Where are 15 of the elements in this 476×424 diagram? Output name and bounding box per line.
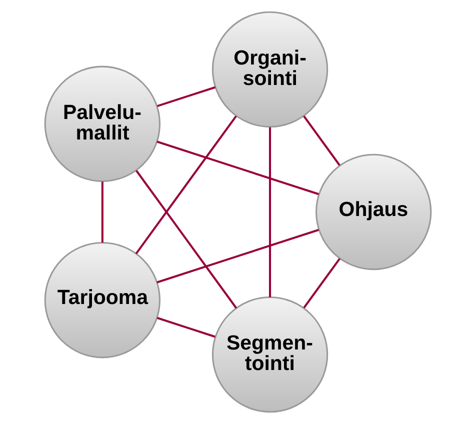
- connector: [303, 116, 340, 166]
- connector: [136, 170, 238, 309]
- connector: [156, 86, 216, 108]
- connector: [303, 258, 340, 308]
- connector: [156, 140, 319, 196]
- node-circle: Segmen- tointi: [212, 296, 328, 413]
- connector: [101, 182, 104, 243]
- connector: [268, 127, 272, 298]
- node-circle: Palvelu- mallit: [44, 66, 161, 182]
- node-circle: Organi- sointi: [212, 11, 328, 128]
- connector: [156, 316, 216, 338]
- node-circle: Tarjooma: [44, 242, 161, 358]
- connector: [156, 228, 319, 284]
- connector: [135, 116, 237, 254]
- node-circle: Ohjaus: [315, 154, 432, 270]
